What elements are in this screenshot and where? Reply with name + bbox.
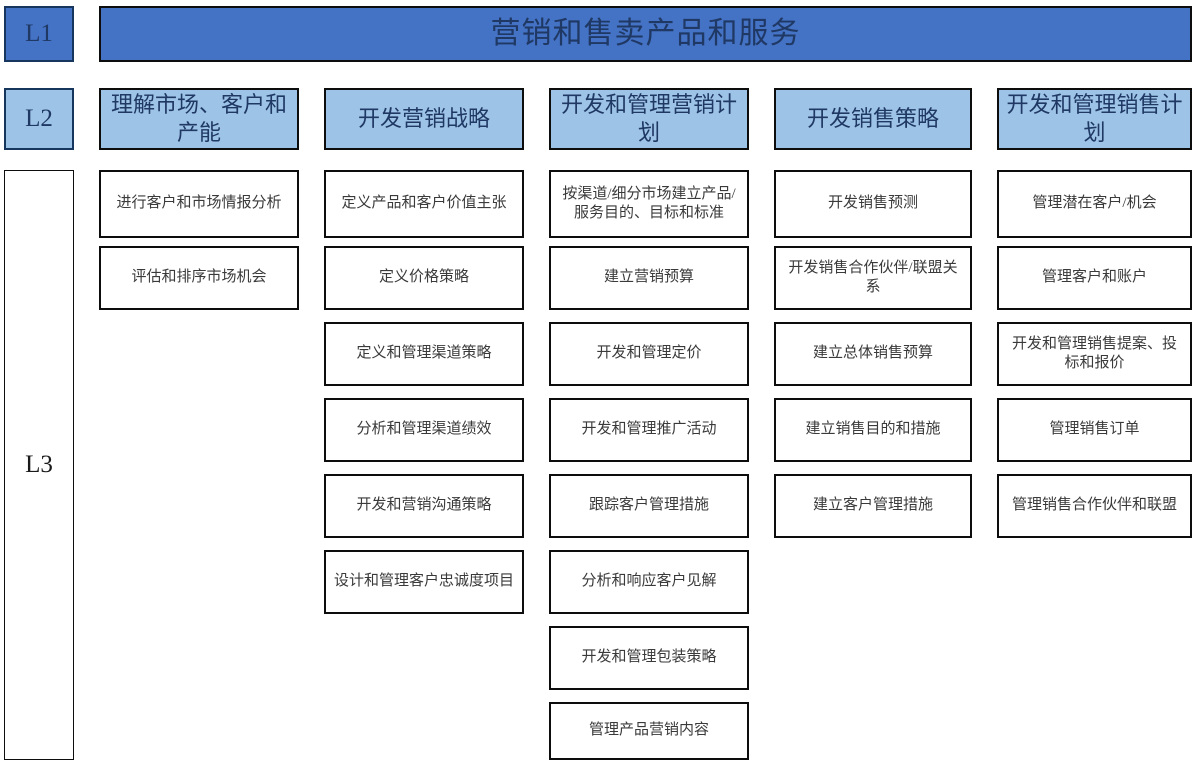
l3-item-label: 评估和排序市场机会	[131, 269, 267, 286]
l3-item-label: 建立客户管理措施	[812, 497, 933, 514]
l3-item-label: 建立总体销售预算	[812, 345, 933, 362]
l2-header-label: 开发和管理销售计划	[1006, 91, 1183, 145]
l3-item-col4-1[interactable]: 开发销售预测	[774, 170, 972, 238]
l3-item-label: 开发和管理销售提案、投标和报价	[1011, 335, 1177, 371]
l3-item-label: 开发和管理推广活动	[581, 421, 717, 438]
l2-header-label: 开发营销战略	[357, 105, 490, 131]
l3-item-col2-5[interactable]: 开发和营销沟通策略	[324, 474, 524, 538]
l3-item-col4-5[interactable]: 建立客户管理措施	[774, 474, 972, 538]
l3-item-label: 建立营销预算	[603, 269, 694, 286]
l3-item-col3-6[interactable]: 分析和响应客户见解	[549, 550, 749, 614]
l2-header-col-2[interactable]: 开发营销战略	[324, 88, 524, 150]
l3-item-col3-5[interactable]: 跟踪客户管理措施	[549, 474, 749, 538]
l3-item-label: 开发和管理定价	[596, 345, 702, 362]
l3-item-label: 管理客户和账户	[1041, 269, 1147, 286]
level-label-l2-text: L2	[25, 105, 53, 132]
l3-item-label: 开发和营销沟通策略	[356, 497, 492, 514]
l3-item-label: 设计和管理客户忠诚度项目	[334, 573, 515, 590]
l3-item-col3-1[interactable]: 按渠道/细分市场建立产品/服务目的、目标和标准	[549, 170, 749, 238]
level-label-l1: L1	[4, 6, 74, 62]
l3-item-label: 管理潜在客户/机会	[1032, 195, 1157, 212]
l1-title-text: 营销和售卖产品和服务	[490, 16, 801, 50]
l3-item-col3-2[interactable]: 建立营销预算	[549, 246, 749, 310]
level-label-l2: L2	[4, 88, 74, 150]
l3-item-label: 进行客户和市场情报分析	[116, 195, 282, 212]
l3-item-label: 开发销售预测	[827, 195, 918, 212]
l3-item-col3-7[interactable]: 开发和管理包装策略	[549, 626, 749, 690]
l3-item-label: 开发和管理包装策略	[581, 649, 717, 666]
l3-item-label: 分析和响应客户见解	[581, 573, 717, 590]
level-label-l1-text: L1	[25, 20, 53, 47]
l3-item-label: 定义和管理渠道策略	[356, 345, 492, 362]
l3-item-col2-2[interactable]: 定义价格策略	[324, 246, 524, 310]
level-label-l3: L3	[4, 170, 74, 760]
l3-item-col3-3[interactable]: 开发和管理定价	[549, 322, 749, 386]
l1-title-banner: 营销和售卖产品和服务	[99, 6, 1192, 62]
l2-header-label: 开发和管理营销计划	[560, 91, 737, 145]
l3-item-col4-3[interactable]: 建立总体销售预算	[774, 322, 972, 386]
l2-header-col-3[interactable]: 开发和管理营销计划	[549, 88, 749, 150]
l3-item-label: 跟踪客户管理措施	[588, 497, 709, 514]
l3-item-col1-1[interactable]: 进行客户和市场情报分析	[99, 170, 299, 238]
l3-item-col2-6[interactable]: 设计和管理客户忠诚度项目	[324, 550, 524, 614]
l2-header-col-4[interactable]: 开发销售策略	[774, 88, 972, 150]
l3-item-col1-2[interactable]: 评估和排序市场机会	[99, 246, 299, 310]
l3-item-label: 按渠道/细分市场建立产品/服务目的、目标和标准	[562, 185, 736, 221]
l3-item-col5-2[interactable]: 管理客户和账户	[997, 246, 1192, 310]
l3-item-label: 定义产品和客户价值主张	[341, 195, 507, 212]
l2-header-label: 开发销售策略	[806, 105, 939, 131]
l3-item-col5-1[interactable]: 管理潜在客户/机会	[997, 170, 1192, 238]
l3-item-col5-5[interactable]: 管理销售合作伙伴和联盟	[997, 474, 1192, 538]
l3-item-label: 开发销售合作伙伴/联盟关系	[788, 259, 958, 295]
level-label-l3-text: L3	[25, 451, 53, 478]
l3-item-col4-4[interactable]: 建立销售目的和措施	[774, 398, 972, 462]
l2-header-col-1[interactable]: 理解市场、客户和产能	[99, 88, 299, 150]
l3-item-col2-1[interactable]: 定义产品和客户价值主张	[324, 170, 524, 238]
l3-item-label: 管理销售合作伙伴和联盟	[1011, 497, 1177, 514]
l2-header-col-5[interactable]: 开发和管理销售计划	[997, 88, 1192, 150]
l3-item-label: 分析和管理渠道绩效	[356, 421, 492, 438]
l3-item-col3-4[interactable]: 开发和管理推广活动	[549, 398, 749, 462]
l3-item-col2-3[interactable]: 定义和管理渠道策略	[324, 322, 524, 386]
l3-item-label: 建立销售目的和措施	[805, 421, 941, 438]
l3-item-label: 管理销售订单	[1049, 421, 1140, 438]
l3-item-col5-4[interactable]: 管理销售订单	[997, 398, 1192, 462]
l3-item-col2-4[interactable]: 分析和管理渠道绩效	[324, 398, 524, 462]
l2-header-label: 理解市场、客户和产能	[110, 91, 287, 145]
l3-item-label: 定义价格策略	[378, 269, 469, 286]
l3-item-col4-2[interactable]: 开发销售合作伙伴/联盟关系	[774, 246, 972, 310]
l3-item-col3-8[interactable]: 管理产品营销内容	[549, 702, 749, 760]
l3-item-label: 管理产品营销内容	[588, 722, 709, 739]
l3-item-col5-3[interactable]: 开发和管理销售提案、投标和报价	[997, 322, 1192, 386]
